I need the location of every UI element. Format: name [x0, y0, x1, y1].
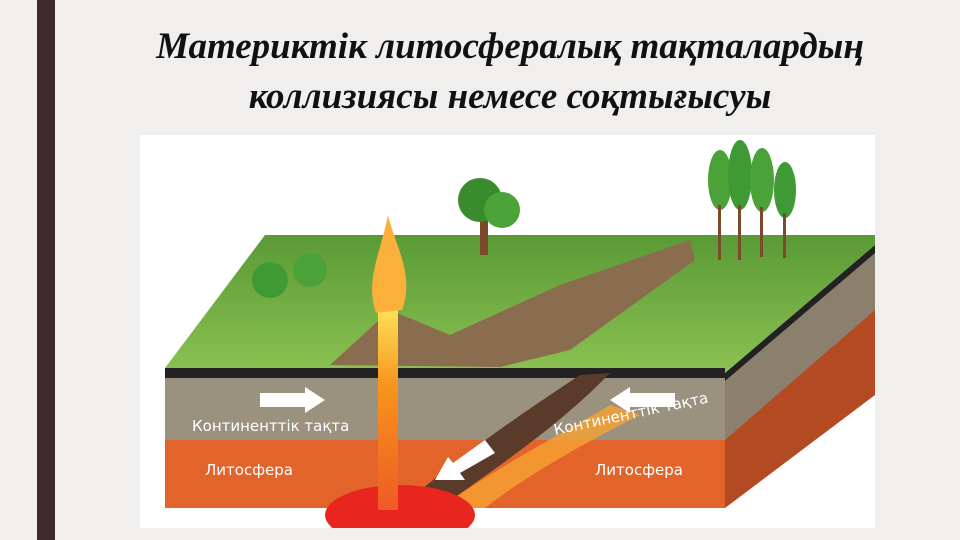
continental-crust-layer [165, 378, 725, 440]
label-continental-plate-left: Континенттік тақта [192, 417, 349, 435]
mountain-slope [330, 240, 695, 367]
lava-column [378, 305, 398, 510]
magma-chamber [325, 485, 475, 528]
title-line-1: Материктік литосфералық тақталардың [156, 26, 864, 67]
label-lithosphere-left: Литосфера [205, 461, 293, 479]
title-line-2: коллизиясы немесе соқтығысуы [248, 76, 772, 117]
arrow-down-left-icon [435, 440, 495, 480]
bushes-icon [252, 253, 327, 298]
plate-collision-diagram: Континенттік тақта Континенттік тақта Ли… [140, 135, 875, 528]
forest-icon [708, 140, 796, 260]
arrow-left-icon [610, 387, 675, 413]
volcano-flame-icon [372, 215, 407, 313]
label-lithosphere-right: Литосфера [595, 461, 683, 479]
tree-icon [458, 178, 520, 255]
arrow-right-icon [260, 387, 325, 413]
slide-title: Материктік литосфералық тақталардың колл… [70, 22, 950, 122]
accent-bar [37, 0, 55, 540]
